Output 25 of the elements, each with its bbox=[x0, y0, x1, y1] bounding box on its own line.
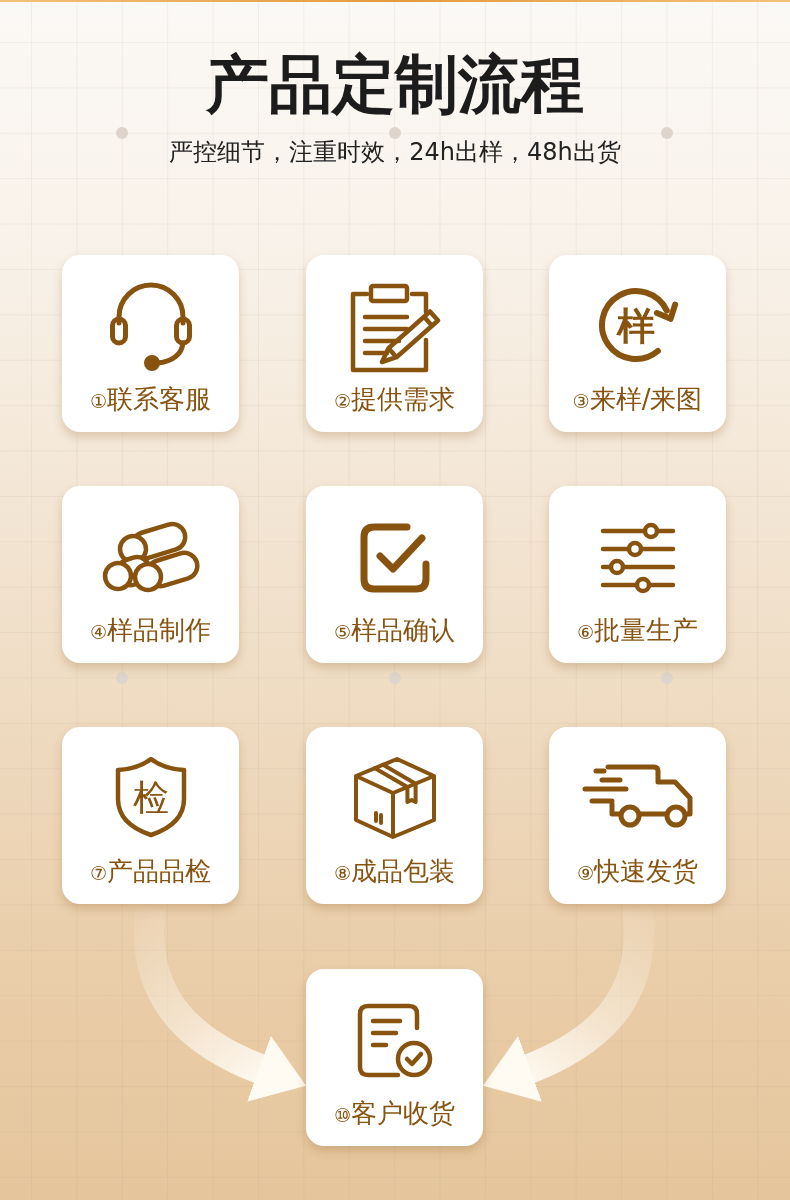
step-label: ⑩客户收货 bbox=[334, 1097, 455, 1130]
step-label: ⑦产品品检 bbox=[90, 855, 211, 888]
step-label: ④样品制作 bbox=[90, 614, 211, 647]
step-label: ⑨快速发货 bbox=[577, 855, 698, 888]
step-label: ⑧成品包装 bbox=[334, 855, 455, 888]
icon-character: 检 bbox=[132, 780, 169, 816]
curved-arrow bbox=[134, 907, 306, 1102]
step-card bbox=[306, 486, 483, 663]
step-card bbox=[62, 486, 239, 663]
step-card bbox=[306, 969, 483, 1146]
step-label: ②提供需求 bbox=[334, 383, 455, 416]
title: 产品定制流程 bbox=[206, 52, 584, 118]
subtitle: 严控细节，注重时效，24h出样，48h出货 bbox=[169, 137, 621, 167]
icon-character: 样 bbox=[616, 307, 655, 345]
step-card bbox=[306, 727, 483, 904]
step-label: ③来样/来图 bbox=[572, 383, 703, 416]
step-card bbox=[62, 255, 239, 432]
step-label: ①联系客服 bbox=[90, 383, 211, 416]
step-card bbox=[549, 727, 726, 904]
step-card bbox=[549, 486, 726, 663]
step-label: ⑤样品确认 bbox=[334, 614, 455, 647]
step-label: ⑥批量生产 bbox=[577, 614, 698, 647]
step-card bbox=[549, 255, 726, 432]
step-card bbox=[62, 727, 239, 904]
step-card bbox=[306, 255, 483, 432]
